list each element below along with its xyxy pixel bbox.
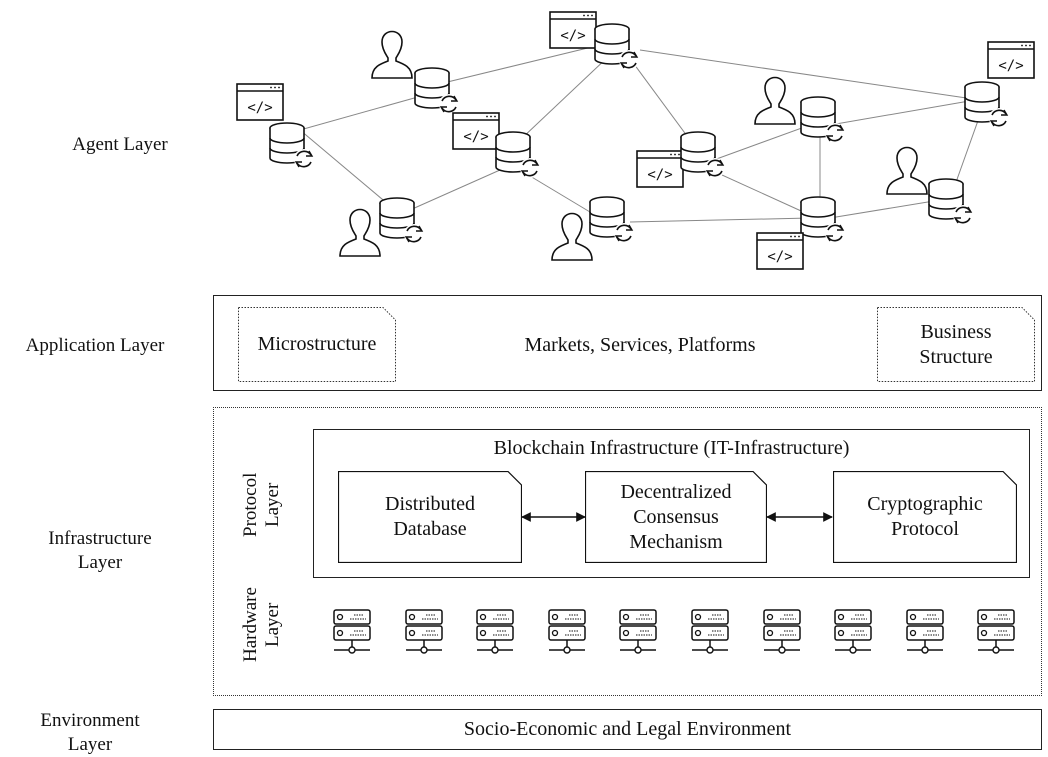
- code-window-icon: [236, 83, 284, 121]
- hardware-layer-label: Hardware Layer: [240, 575, 288, 675]
- environment-layer-label: Environment Layer: [10, 709, 170, 757]
- distributed-database-text: Distributed Database: [338, 471, 522, 563]
- business-structure-line1: Business: [920, 321, 992, 343]
- business-structure-box: Business Structure: [877, 307, 1035, 382]
- distributed-database-outline: [338, 471, 522, 563]
- consensus-line1: Decentralized: [620, 480, 732, 503]
- infrastructure-label-line2: Layer: [77, 552, 123, 573]
- database-sync-icon: [495, 131, 541, 179]
- database-sync-icon: [594, 23, 640, 71]
- code-window-icon: [987, 41, 1035, 79]
- microstructure-box: Microstructure: [238, 307, 396, 382]
- blockchain-infrastructure-box: [313, 429, 1030, 578]
- code-window-icon: [636, 150, 684, 188]
- business-structure-text: Business Structure: [877, 315, 1035, 375]
- code-window-icon: [756, 232, 804, 270]
- distributed-database-line1: Distributed: [385, 493, 475, 515]
- protocol-label-line1: Protocol: [240, 472, 261, 538]
- cryptographic-protocol-box: Cryptographic Protocol: [833, 471, 1017, 563]
- cryptographic-protocol-text: Cryptographic Protocol: [833, 471, 1017, 563]
- agent-network: [236, 11, 1035, 270]
- distributed-database-line2: Database: [393, 518, 467, 540]
- hardware-label-line1: Hardware: [240, 587, 261, 663]
- markets-services-platforms: Markets, Services, Platforms: [524, 333, 756, 356]
- application-layer-label: Application Layer: [25, 335, 165, 356]
- infrastructure-layer-box: [213, 407, 1042, 696]
- microstructure-text: Microstructure: [257, 333, 377, 355]
- database-sync-icon: [800, 196, 846, 244]
- environment-label-line2: Layer: [67, 734, 113, 755]
- consensus-line2: Consensus: [633, 505, 719, 528]
- agent-layer-label: Agent Layer: [72, 134, 168, 155]
- network-edges: [299, 44, 981, 223]
- person-icon: [339, 208, 381, 257]
- business-structure-line2: Structure: [919, 346, 993, 368]
- consensus-mechanism-box: Decentralized Consensus Mechanism: [585, 471, 767, 563]
- consensus-line3: Mechanism: [629, 530, 723, 553]
- database-sync-icon: [414, 67, 460, 115]
- code-window-icon: [452, 112, 500, 150]
- database-sync-icon: [589, 196, 635, 244]
- environment-box: Socio-Economic and Legal Environment: [213, 709, 1042, 750]
- hardware-label-line2: Layer: [262, 602, 283, 648]
- database-sync-icon: [800, 96, 846, 144]
- infrastructure-label-line1: Infrastructure: [48, 528, 152, 549]
- person-icon: [886, 146, 928, 195]
- database-sync-icon: [269, 122, 315, 170]
- person-icon: [551, 212, 593, 261]
- infrastructure-layer-label: Infrastructure Layer: [20, 527, 180, 575]
- blockchain-infrastructure-title: Blockchain Infrastructure (IT-Infrastruc…: [493, 436, 850, 459]
- cryptographic-protocol-outline: [833, 471, 1017, 563]
- cryptographic-line2: Protocol: [891, 518, 959, 540]
- database-sync-icon: [964, 81, 1010, 129]
- microstructure-outline: [238, 307, 396, 382]
- person-icon: [754, 76, 796, 125]
- code-window-icon: [549, 11, 597, 49]
- database-sync-icon: [379, 197, 425, 245]
- database-sync-icon: [928, 178, 974, 226]
- protocol-label-line2: Layer: [262, 482, 283, 528]
- environment-label-line1: Environment: [40, 710, 140, 731]
- business-structure-outline: [877, 307, 1035, 382]
- protocol-layer-label: Protocol Layer: [240, 455, 288, 555]
- distributed-database-box: Distributed Database: [338, 471, 522, 563]
- person-icon: [371, 30, 413, 79]
- database-sync-icon: [680, 131, 726, 179]
- consensus-mechanism-outline: [585, 471, 767, 563]
- consensus-mechanism-text: Decentralized Consensus Mechanism: [585, 471, 767, 563]
- cryptographic-line1: Cryptographic: [867, 493, 983, 515]
